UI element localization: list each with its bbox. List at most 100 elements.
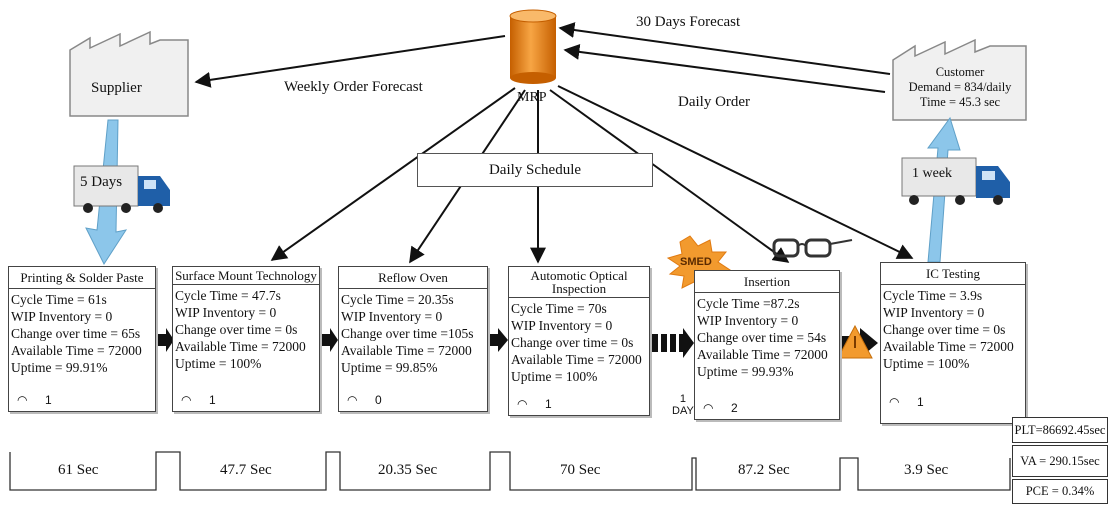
wip-inventory: WIP Inventory = 0	[11, 309, 113, 324]
daily-schedule-box: Daily Schedule	[417, 153, 653, 187]
push-arrow-3	[490, 328, 508, 352]
uptime: Uptime = 99.91%	[11, 360, 108, 375]
operator-icon: ◠	[703, 401, 714, 415]
pce-value: PCE = 0.34%	[1025, 484, 1095, 498]
customer-truck-label: 1 week	[912, 166, 953, 181]
changeover-time: Change over time = 65s	[11, 326, 141, 341]
process-box-smt: Surface Mount Technology Cycle Time = 47…	[172, 266, 320, 412]
supplier-factory-icon	[69, 30, 189, 117]
process-title: Printing & Solder Paste	[9, 267, 155, 289]
changeover-time: Change over time = 54s	[697, 330, 827, 345]
customer-title: Customer	[935, 65, 985, 79]
wip-inventory: WIP Inventory = 0	[883, 305, 985, 320]
daily-order-label: Daily Order	[678, 94, 751, 110]
available-time: Available Time = 72000	[341, 343, 472, 358]
cycle-time: Cycle Time = 3.9s	[883, 288, 983, 303]
timeline-value-6: 3.9 Sec	[904, 462, 949, 478]
process-title: Automotic Optical Inspection	[509, 267, 649, 298]
customer-block: Customer Demand = 834/daily Time = 45.3 …	[894, 62, 1026, 120]
available-time: Available Time = 72000	[175, 339, 306, 354]
available-time: Available Time = 72000	[883, 339, 1014, 354]
schedule-arrow-insertion	[549, 89, 790, 263]
uptime: Uptime = 100%	[511, 369, 598, 384]
customer-factory-icon	[892, 38, 1027, 121]
timeline-value-5: 87.2 Sec	[738, 462, 790, 478]
uptime: Uptime = 100%	[175, 356, 262, 371]
uptime: Uptime = 99.93%	[697, 364, 794, 379]
changeover-time: Change over time =105s	[341, 326, 474, 341]
operator-count: 1	[45, 393, 52, 407]
weekly-forecast-label: Weekly Order Forecast	[284, 79, 423, 95]
timeline-value-1: 61 Sec	[58, 462, 99, 478]
pce-box: PCE = 0.34%	[1012, 479, 1108, 504]
wip-inventory: WIP Inventory = 0	[341, 309, 443, 324]
va-value: VA = 290.15sec	[1020, 454, 1100, 468]
process-box-reflow: Reflow Oven Cycle Time = 20.35s WIP Inve…	[338, 266, 488, 412]
smed-label: SMED	[680, 256, 712, 268]
process-box-aoi: Automotic Optical Inspection Cycle Time …	[508, 266, 650, 416]
operator-icon: ◠	[17, 393, 28, 407]
plt-box: PLT=86692.45sec	[1012, 417, 1108, 443]
weekly-forecast-arrow	[194, 35, 506, 88]
process-title: Surface Mount Technology	[173, 267, 319, 285]
cycle-time: Cycle Time = 20.35s	[341, 292, 454, 307]
available-time: Available Time = 72000	[11, 343, 142, 358]
inventory-days-unit: DAY	[672, 405, 694, 417]
operator-count: 1	[545, 397, 552, 411]
uptime: Uptime = 100%	[883, 356, 970, 371]
timeline-value-4: 70 Sec	[560, 462, 601, 478]
supplier-label: Supplier	[91, 80, 142, 96]
cycle-time: Cycle Time =87.2s	[697, 296, 800, 311]
inventory-warning-icon	[837, 324, 878, 359]
process-box-printing: Printing & Solder Paste Cycle Time = 61s…	[8, 266, 156, 412]
process-title: IC Testing	[881, 263, 1025, 285]
uptime: Uptime = 99.85%	[341, 360, 438, 375]
inventory-days-marker: 1 DAY	[672, 393, 694, 417]
plt-value: PLT=86692.45sec	[1014, 423, 1106, 437]
customer-truck-icon	[901, 157, 1010, 205]
process-box-insertion: Insertion Cycle Time =87.2s WIP Inventor…	[694, 270, 840, 420]
available-time: Available Time = 72000	[511, 352, 642, 367]
wip-inventory: WIP Inventory = 0	[697, 313, 799, 328]
operator-icon: ◠	[347, 393, 358, 407]
cycle-time: Cycle Time = 61s	[11, 292, 107, 307]
supplier-truck-label: 5 Days	[80, 174, 123, 190]
daily-schedule-label: Daily Schedule	[488, 161, 582, 178]
supplier-truck-icon	[73, 165, 170, 213]
va-box: VA = 290.15sec	[1012, 445, 1108, 477]
operator-count: 1	[917, 395, 924, 409]
customer-time: Time = 45.3 sec	[919, 95, 1001, 109]
push-arrow-2	[322, 328, 338, 352]
inventory-days-value: 1	[679, 393, 686, 405]
changeover-time: Change over time = 0s	[511, 335, 634, 350]
timeline-value-3: 20.35 Sec	[378, 462, 438, 478]
available-time: Available Time = 72000	[697, 347, 828, 362]
schedule-arrow-smt	[270, 87, 516, 261]
process-title: Insertion	[695, 271, 839, 293]
operator-count: 2	[731, 401, 738, 415]
changeover-time: Change over time = 0s	[175, 322, 298, 337]
timeline-value-2: 47.7 Sec	[220, 462, 272, 478]
timeline-ladder	[9, 451, 1011, 491]
operator-count: 0	[375, 393, 382, 407]
glasses-icon	[772, 238, 853, 258]
operator-icon: ◠	[889, 395, 900, 409]
process-title: Reflow Oven	[339, 267, 487, 289]
operator-icon: ◠	[181, 393, 192, 407]
daily-order-arrow	[563, 43, 886, 93]
push-arrow-1	[158, 328, 174, 352]
operator-count: 1	[209, 393, 216, 407]
forecast-30-label: 30 Days Forecast	[636, 14, 741, 30]
process-box-ictest: IC Testing Cycle Time = 3.9s WIP Invento…	[880, 262, 1026, 424]
striped-push-arrow	[652, 328, 694, 358]
wip-inventory: WIP Inventory = 0	[511, 318, 613, 333]
wip-inventory: WIP Inventory = 0	[175, 305, 277, 320]
mrp-database-icon	[509, 9, 557, 84]
customer-demand: Demand = 834/daily	[908, 80, 1012, 94]
cycle-time: Cycle Time = 70s	[511, 301, 607, 316]
schedule-arrow-ictest	[557, 85, 914, 259]
operator-icon: ◠	[517, 397, 528, 411]
cycle-time: Cycle Time = 47.7s	[175, 288, 281, 303]
mrp-label: MRP	[517, 90, 547, 105]
